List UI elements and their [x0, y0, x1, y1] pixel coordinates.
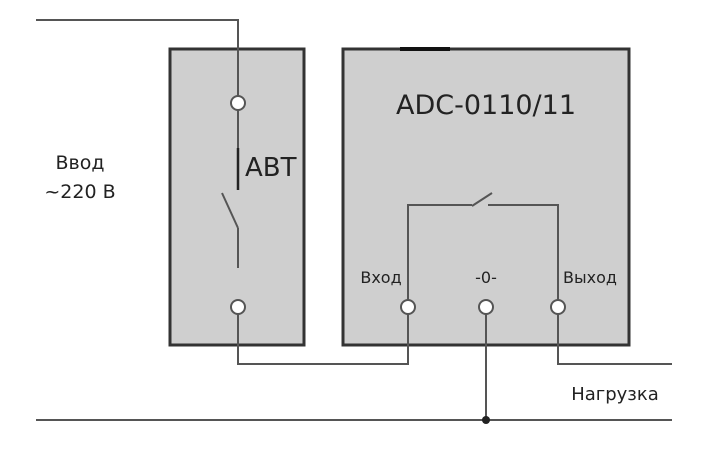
relay-output-terminal	[550, 299, 566, 315]
relay-internal-blade	[471, 192, 493, 207]
load-wire	[557, 314, 672, 365]
breaker-to-relay-wire	[237, 314, 409, 365]
relay-internal-left	[407, 204, 472, 300]
input-label-line1: Ввод	[56, 152, 105, 174]
relay-output-label: Выход	[563, 268, 617, 287]
relay-zero-label: -0-	[475, 268, 497, 287]
breaker-label: АВТ	[245, 153, 297, 183]
neutral-junction-dot	[482, 416, 490, 424]
load-label: Нагрузка	[571, 384, 659, 405]
relay-input-terminal	[400, 299, 416, 315]
input-label-line2: ~220 В	[44, 181, 115, 203]
breaker-bottom-terminal	[230, 299, 246, 315]
relay-internal-right	[488, 204, 559, 300]
breaker-top-terminal	[230, 95, 246, 111]
breaker-contact-blade	[221, 192, 239, 229]
relay-model-label: ADC-0110/11	[396, 90, 576, 121]
relay-input-label: Вход	[360, 268, 401, 287]
phase-input-wire	[36, 19, 239, 100]
relay-zero-terminal	[478, 299, 494, 315]
